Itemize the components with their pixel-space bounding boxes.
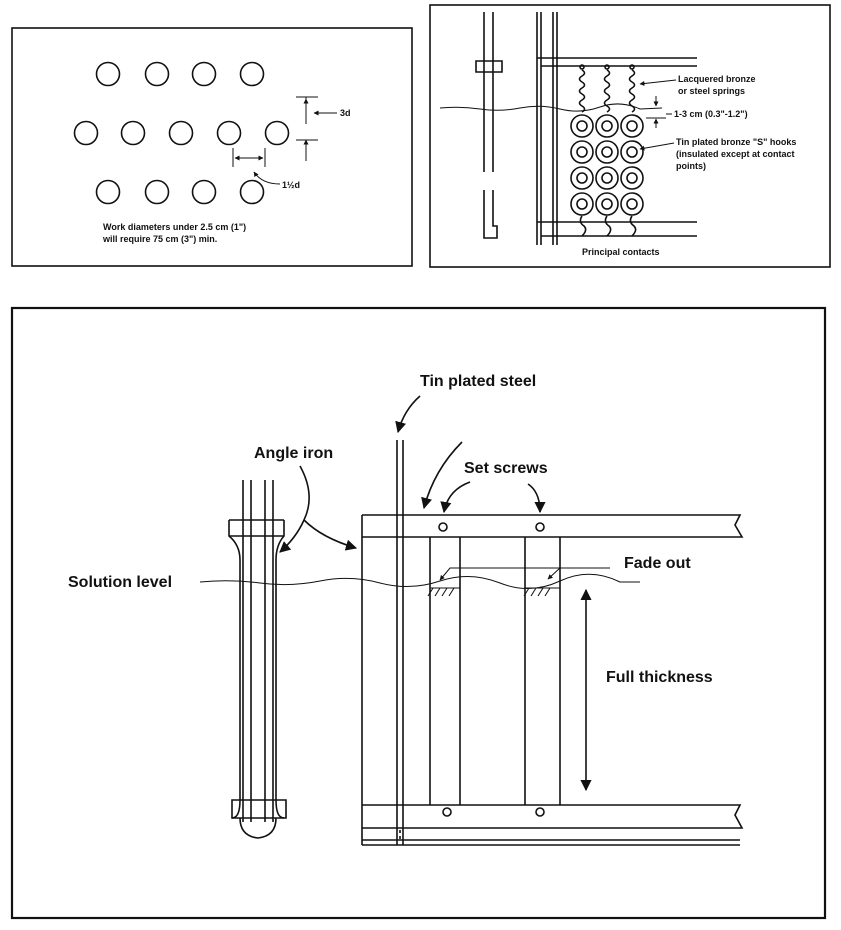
tin-plated-steel-label: Tin plated steel xyxy=(420,373,536,390)
hooks-callouts: Lacquered bronze or steel springs 1-3 cm… xyxy=(582,74,796,257)
rack-panel: Tin plated steel Angle iron Set screws F… xyxy=(10,306,827,920)
left-rail xyxy=(475,12,503,239)
set-screws-label: Set screws xyxy=(464,460,548,477)
fade-out-label: Fade out xyxy=(624,555,691,572)
angle-iron-bracket xyxy=(228,480,287,839)
spacing-note-line1: Work diameters under 2.5 cm (1") xyxy=(103,222,246,232)
work-piece-circles xyxy=(73,61,290,205)
spacing-panel: 3d 1½d Work diameters under 2.5 cm (1") … xyxy=(11,27,413,267)
full-thickness-label: Full thickness xyxy=(606,669,713,686)
set-screw-2 xyxy=(535,522,545,532)
springs-label-line2: or steel springs xyxy=(678,86,745,96)
hooks-label-line2: (insulated except at contact xyxy=(676,149,795,159)
label-1half-d: 1½d xyxy=(282,180,300,190)
rack-panel-frame xyxy=(10,306,827,920)
hooks-label-line1: Tin plated bronze "S" hooks xyxy=(676,137,796,147)
gap-label: 1-3 cm (0.3"-1.2") xyxy=(674,109,748,119)
solution-level-label: Solution level xyxy=(68,574,172,591)
spacing-panel-frame xyxy=(11,27,413,267)
label-3d: 3d xyxy=(340,108,351,118)
angle-iron-label: Angle iron xyxy=(254,445,333,462)
hooks-label-line3: points) xyxy=(676,161,706,171)
set-screw-1 xyxy=(438,522,448,532)
hooks-panel-frame xyxy=(429,4,831,268)
fade-out-marks xyxy=(427,567,610,597)
rack-solution-line xyxy=(199,573,640,589)
dimension-1half-d: 1½d xyxy=(232,148,300,190)
rack-callouts: Tin plated steel Angle iron Set screws F… xyxy=(68,373,713,792)
contacts-label: Principal contacts xyxy=(582,247,660,257)
rack-frame xyxy=(361,440,744,846)
dimension-3d: 3d xyxy=(296,96,351,161)
hooks-panel: Lacquered bronze or steel springs 1-3 cm… xyxy=(429,4,831,268)
spacing-note-line2: will require 75 cm (3") min. xyxy=(102,234,217,244)
right-frame xyxy=(536,12,697,245)
springs-label-line1: Lacquered bronze xyxy=(678,74,756,84)
spring-hook-columns xyxy=(570,64,644,237)
hooks-solution-line xyxy=(439,103,663,112)
